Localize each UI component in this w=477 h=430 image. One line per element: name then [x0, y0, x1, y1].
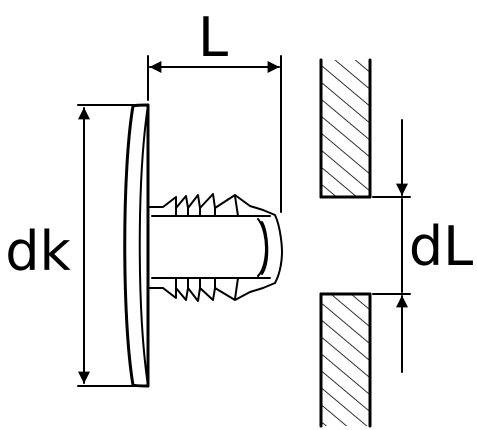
panel-section-top: [319, 58, 372, 199]
hole-diameter-label: dL: [409, 215, 473, 278]
rivet-head: [123, 103, 150, 388]
panel-section-bottom: [319, 292, 372, 428]
dimension-hole-diameter: [372, 119, 411, 373]
head-diameter-label: dk: [5, 220, 71, 283]
dimension-length: [147, 55, 282, 213]
length-label: L: [198, 6, 228, 69]
dimension-head-diameter: [77, 104, 146, 387]
rivet-shank: [147, 193, 283, 302]
